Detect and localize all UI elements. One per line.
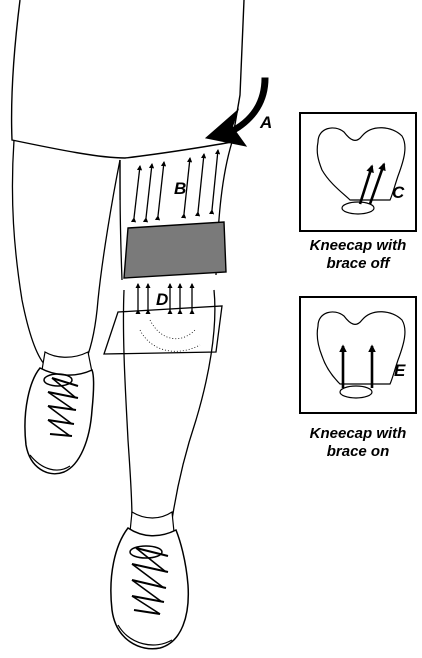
caption-brace-off-line2: brace off	[296, 255, 420, 273]
brace-strap	[124, 222, 226, 278]
caption-brace-off-line1: Kneecap with	[296, 237, 420, 255]
caption-brace-on: Kneecap with brace on	[296, 425, 420, 461]
inset-brace-off: C	[300, 113, 416, 231]
caption-brace-off: Kneecap with brace off	[296, 237, 420, 273]
left-shoe	[25, 368, 94, 474]
caption-brace-on-line2: brace on	[296, 443, 420, 461]
right-shin-outline	[123, 290, 214, 520]
caption-brace-on-line1: Kneecap with	[296, 425, 420, 443]
label-a: A	[259, 113, 272, 132]
label-e: E	[394, 361, 406, 380]
label-d: D	[156, 290, 168, 309]
shorts-outline	[12, 0, 244, 158]
label-c: C	[392, 183, 405, 202]
right-shoe	[111, 528, 188, 649]
knee-shading	[140, 320, 200, 351]
knee-wrap-outline	[104, 306, 222, 354]
left-leg-outline	[12, 140, 120, 365]
kneecap-shape-on	[317, 312, 405, 384]
label-b: B	[174, 179, 186, 198]
inset-brace-on: E	[300, 297, 416, 413]
